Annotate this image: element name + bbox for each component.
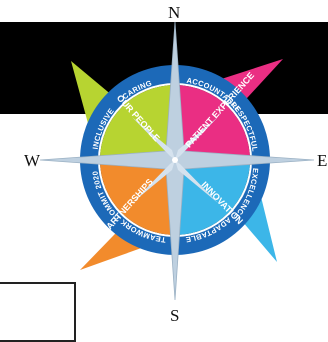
compass-south-label: S [170,307,179,324]
compass-graphic: CARING ACCOUNTABLE RESPECTFUL EXCELLENCE… [0,0,328,328]
compass-north-label: N [168,4,180,21]
compass-center [172,157,178,163]
compass-east-label: E [317,152,327,169]
compass-west-label: W [24,152,40,169]
